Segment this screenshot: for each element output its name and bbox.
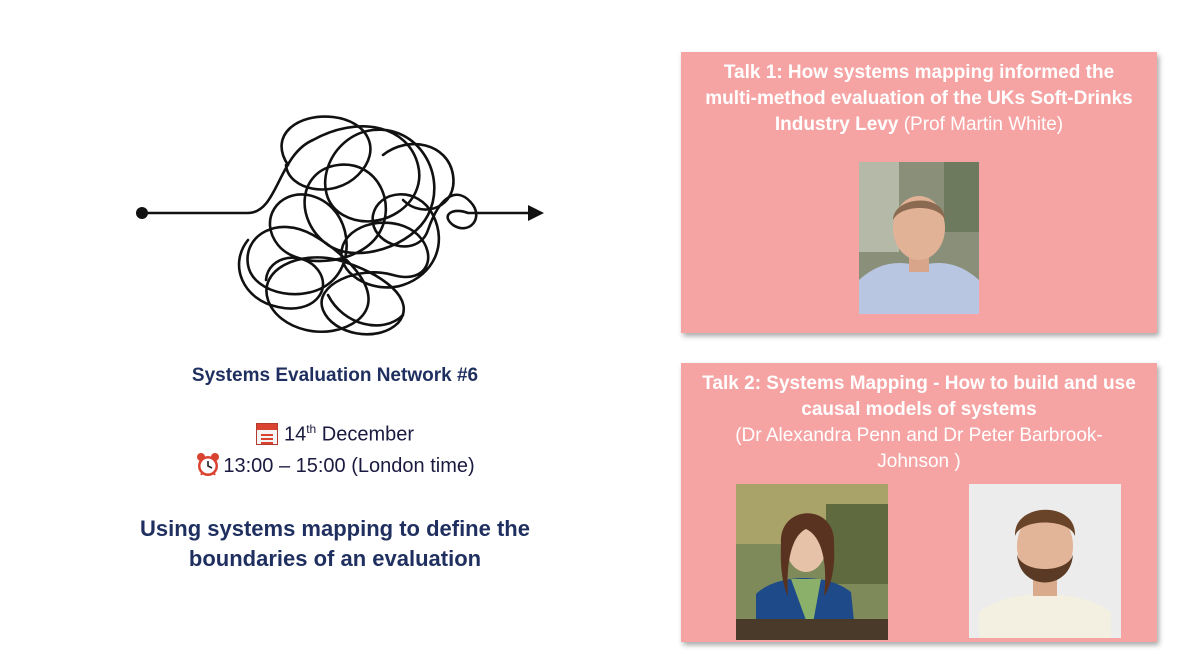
network-title: Systems Evaluation Network #6 — [191, 365, 479, 386]
talk-1-speaker: (Prof Martin White) — [898, 114, 1064, 135]
time-text: 13:00 – 15:00 (London time) — [223, 455, 475, 477]
event-time: 13:00 – 15:00 (London time) — [120, 452, 550, 478]
speaker-photo-peter-barbrook-johnson — [969, 484, 1121, 638]
talk-1-title-line-3-bold: Industry Levy — [774, 114, 899, 135]
talk-2-speakers-line-2: Johnson ) — [877, 451, 961, 472]
talk-2-title-line-2: causal models of systems — [801, 399, 1037, 420]
alarm-clock-icon — [197, 453, 220, 476]
tangled-path-illustration — [136, 115, 544, 336]
talk-2-title: Talk 2: Systems Mapping - How to build a… — [681, 363, 1157, 423]
speaker-photo-alexandra-penn — [736, 484, 888, 640]
talk-1-title: Talk 1: How systems mapping informed the… — [681, 52, 1157, 138]
date-month: December — [316, 423, 415, 446]
event-date: 14th December — [120, 422, 550, 447]
date-suffix: th — [306, 422, 317, 436]
talk-2-title-line-1: Talk 2: Systems Mapping - How to build a… — [702, 373, 1136, 394]
talk-1-title-line-2: multi-method evaluation of the UKs Soft-… — [705, 88, 1133, 109]
subtitle-line-2: boundaries of an evaluation — [188, 546, 482, 571]
talk-2-speakers-line-1: (Dr Alexandra Penn and Dr Peter Barbrook… — [735, 425, 1103, 446]
calendar-icon — [255, 422, 278, 445]
talk-1-title-line-1: Talk 1: How systems mapping informed the — [723, 62, 1115, 83]
talk-2-card: Talk 2: Systems Mapping - How to build a… — [681, 363, 1157, 642]
date-day: 14 — [283, 423, 307, 446]
talk-1-title-line-3: Industry Levy (Prof Martin White) — [695, 112, 1143, 138]
subtitle-line-1: Using systems mapping to define the — [140, 516, 530, 541]
speaker-photo-martin-white — [859, 162, 979, 314]
talk-1-card: Talk 1: How systems mapping informed the… — [681, 52, 1157, 333]
event-subtitle: Using systems mapping to define the boun… — [120, 514, 550, 574]
